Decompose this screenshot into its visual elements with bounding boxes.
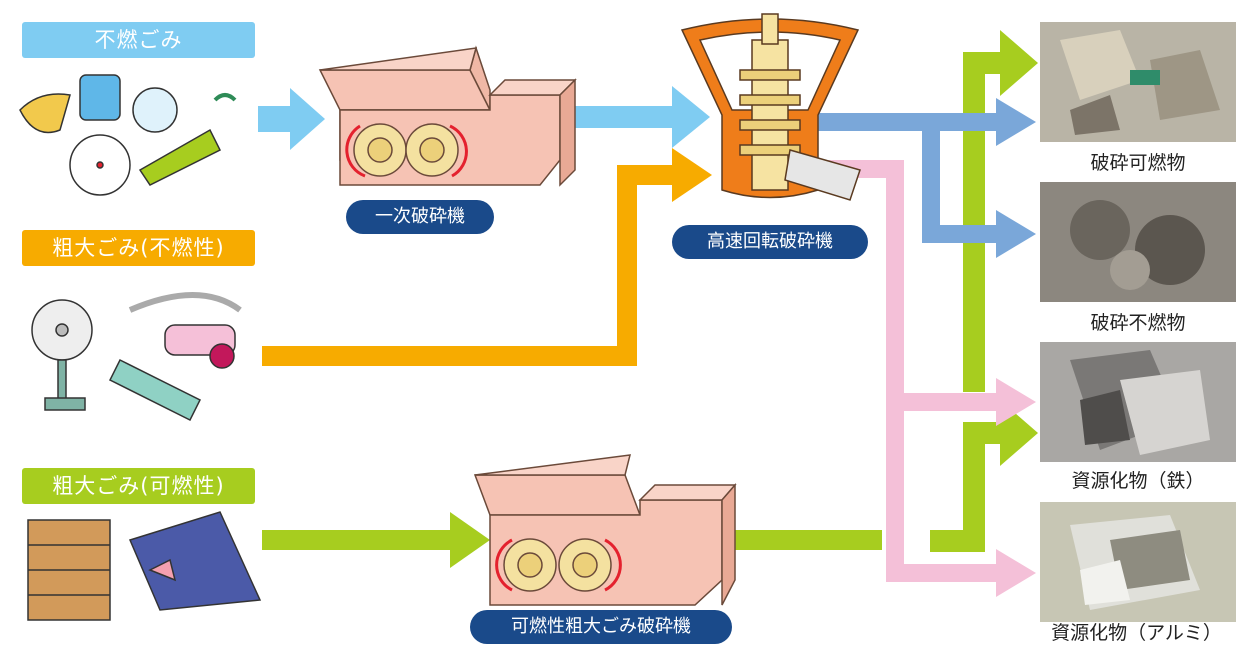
input-tag-bulky-combustible: 粗大ごみ(可燃性) [22, 468, 255, 504]
output-photo-combustible [1040, 22, 1236, 142]
bulky-combustible-illustration [27, 511, 262, 621]
arrow-incombustible-to-primary [258, 88, 325, 150]
arrow-bulky-combustible [262, 512, 882, 568]
arrow-pink-outputs [818, 160, 1036, 597]
machine-label-bulky-crusher: 可燃性粗大ごみ破砕機 [470, 610, 732, 644]
primary-crusher-machine [318, 45, 577, 187]
bulky-incombustible-illustration [31, 292, 242, 422]
arrow-primary-to-highspeed [560, 86, 710, 148]
input-tag-incombustible: 不燃ごみ [22, 22, 255, 58]
high-speed-crusher-machine [680, 13, 861, 201]
output-photo-aluminum [1040, 502, 1236, 622]
machine-label-high-speed-crusher: 高速回転破砕機 [672, 225, 868, 259]
rotation-arrows-primary [345, 124, 468, 178]
output-label-combustible: 破砕可燃物 [1090, 152, 1186, 174]
output-photo-incombustible [1040, 182, 1236, 302]
output-photo-iron [1040, 342, 1236, 462]
incombustible-illustration [19, 74, 237, 196]
arrow-steelblue-outputs [818, 98, 1036, 258]
bulky-crusher-machine [473, 454, 737, 606]
output-label-iron: 資源化物（鉄） [1071, 470, 1205, 492]
green-bus [930, 30, 1038, 552]
machine-label-primary-crusher: 一次破砕機 [346, 200, 494, 234]
arrow-bulky-incombustible [262, 148, 712, 366]
input-tag-bulky-incombustible: 粗大ごみ(不燃性) [22, 230, 255, 266]
rotation-arrows-bulky [495, 538, 622, 592]
output-label-aluminum: 資源化物（アルミ） [1051, 622, 1222, 644]
output-label-incombustible: 破砕不燃物 [1090, 312, 1186, 334]
